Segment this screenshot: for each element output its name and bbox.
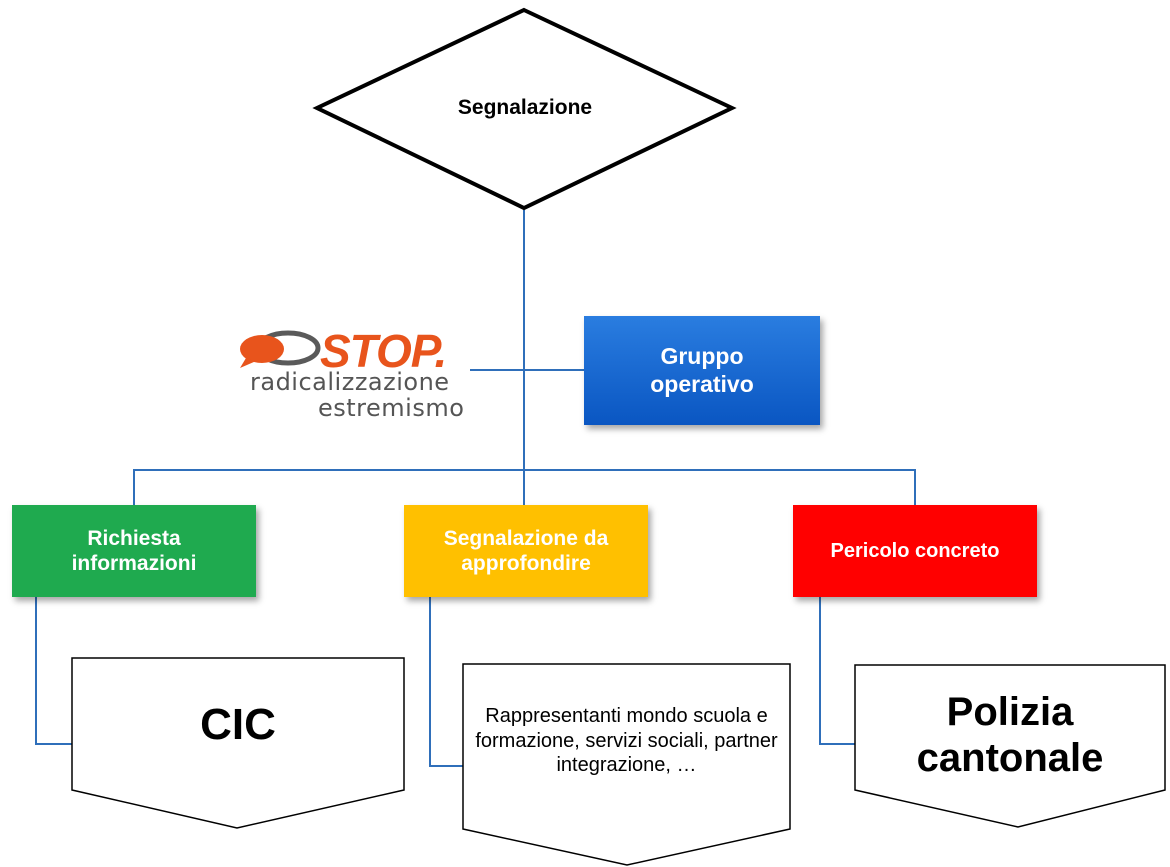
rappresentanti-shape bbox=[462, 663, 791, 866]
decision-diamond bbox=[312, 7, 737, 211]
logo-line-radicalizzazione: radicalizzazione bbox=[250, 368, 450, 396]
logo-wordmark: STOP. bbox=[320, 325, 447, 377]
segnalazione-da-approfondire-label: Segnalazione da approfondire bbox=[443, 526, 609, 575]
richiesta-informazioni-label: Richiesta informazioni bbox=[71, 526, 197, 575]
connector-lines bbox=[35, 210, 916, 767]
gruppo-operativo-label: Gruppo operativo bbox=[650, 342, 754, 397]
connector-segn-to-rappresentanti bbox=[429, 597, 463, 767]
connector-branch-bus bbox=[133, 469, 916, 505]
pericolo-concreto-label: Pericolo concreto bbox=[830, 540, 1000, 562]
stop-radicalizzazione-logo: STOP. radicalizzazione estremismo bbox=[236, 325, 476, 430]
segnalazione-da-approfondire-box: Segnalazione da approfondire bbox=[404, 505, 648, 597]
polizia-cantonale-label: Polizia cantonale bbox=[916, 690, 1104, 780]
polizia-shape bbox=[854, 664, 1166, 828]
connector-pericolo-to-polizia bbox=[819, 597, 855, 745]
cic-shape bbox=[71, 657, 405, 829]
decision-label: Segnalazione bbox=[457, 95, 593, 119]
gruppo-operativo-box: Gruppo operativo bbox=[584, 316, 820, 425]
richiesta-informazioni-box: Richiesta informazioni bbox=[12, 505, 256, 597]
cic-label: CIC bbox=[200, 699, 276, 749]
speech-bubbles-icon bbox=[240, 330, 321, 368]
connector-richiesta-to-cic bbox=[35, 597, 72, 745]
logo-line-estremismo: estremismo bbox=[318, 394, 465, 422]
pericolo-concreto-box: Pericolo concreto bbox=[793, 505, 1037, 597]
rappresentanti-label: Rappresentanti mondo scuola e formazione… bbox=[475, 705, 778, 777]
